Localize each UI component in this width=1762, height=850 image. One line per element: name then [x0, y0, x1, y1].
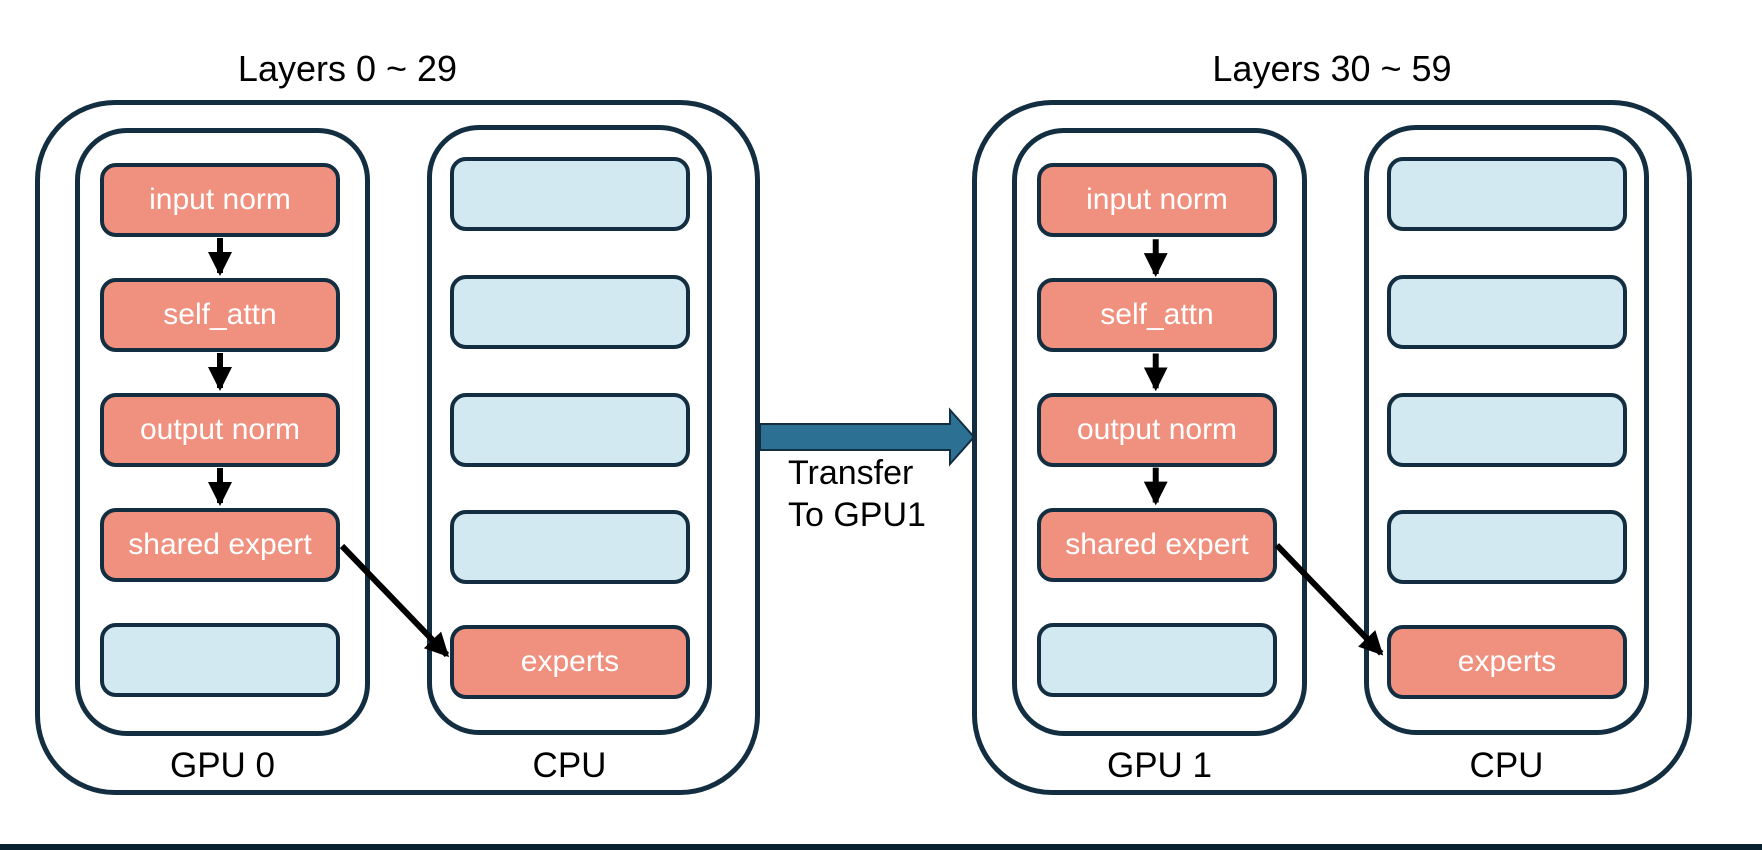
transfer-label-line2: To GPU1	[788, 496, 926, 534]
module-box-shared-expert: shared expert	[100, 508, 340, 582]
empty-slot	[1387, 157, 1627, 231]
layer-group-30-59: Layers 30 ~ 59 input norm self_attn outp…	[972, 48, 1692, 795]
node-boundary	[35, 100, 760, 795]
cpu-label: CPU	[532, 746, 607, 785]
transfer-label: Transfer To GPU1	[788, 452, 926, 536]
module-box-output-norm: output norm	[1037, 393, 1277, 467]
module-box-self-attn: self_attn	[1037, 278, 1277, 352]
module-box-experts: experts	[450, 625, 690, 699]
gpu1-container	[1012, 128, 1307, 736]
empty-slot	[100, 623, 340, 697]
module-box-experts: experts	[1387, 625, 1627, 699]
bottom-edge-bar	[0, 844, 1762, 850]
node-boundary	[972, 100, 1692, 795]
group-title: Layers 0 ~ 29	[237, 48, 458, 89]
empty-slot	[450, 393, 690, 467]
empty-slot	[1387, 510, 1627, 584]
empty-slot	[450, 157, 690, 231]
empty-slot	[1387, 275, 1627, 349]
empty-slot	[1037, 623, 1277, 697]
module-box-input-norm: input norm	[100, 163, 340, 237]
empty-slot	[1387, 393, 1627, 467]
module-box-input-norm: input norm	[1037, 163, 1277, 237]
module-box-shared-expert: shared expert	[1037, 508, 1277, 582]
gpu0-container	[75, 128, 370, 736]
gpu-label: GPU 1	[1106, 746, 1213, 785]
group-title: Layers 30 ~ 59	[1212, 48, 1452, 89]
transfer-arrow-icon	[759, 407, 976, 467]
transfer-label-line1: Transfer	[788, 454, 914, 492]
cpu-container	[427, 125, 712, 735]
layer-group-0-29: Layers 0 ~ 29 input norm self_attn outpu…	[35, 48, 760, 795]
cpu-container	[1364, 125, 1649, 735]
gpu-label: GPU 0	[169, 746, 276, 785]
empty-slot	[450, 275, 690, 349]
module-box-output-norm: output norm	[100, 393, 340, 467]
empty-slot	[450, 510, 690, 584]
cpu-label: CPU	[1469, 746, 1544, 785]
module-box-self-attn: self_attn	[100, 278, 340, 352]
